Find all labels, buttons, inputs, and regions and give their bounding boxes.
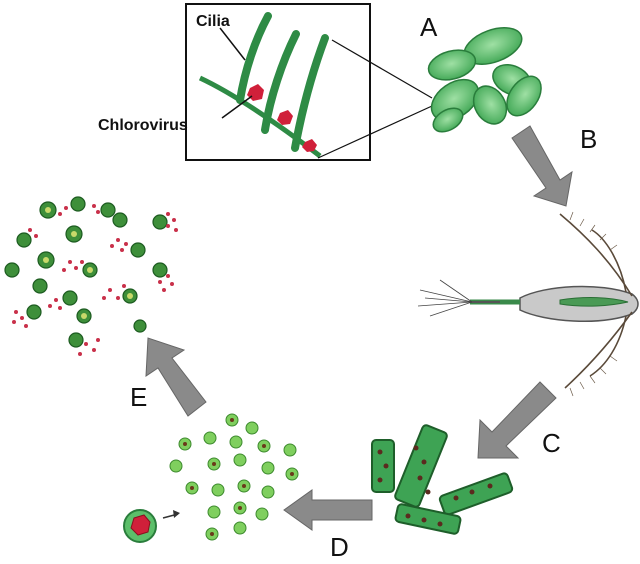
chlorovirus-particle — [302, 139, 317, 152]
inset-panel: Cilia Chlorovirus — [98, 3, 371, 161]
fecal-pellet — [438, 472, 514, 516]
algal-cell — [427, 49, 477, 81]
copepod — [417, 211, 639, 397]
algal-cell — [432, 107, 464, 133]
algal-cell — [430, 78, 480, 122]
stage-label-c: C — [542, 428, 561, 458]
fecal-pellet — [371, 439, 395, 493]
arrow-b — [511, 125, 573, 207]
copepod-antennae — [559, 213, 633, 389]
infection-pointer — [162, 510, 180, 519]
arrow-e — [145, 337, 207, 417]
zoom-line-top — [331, 39, 433, 99]
algal-cell — [506, 75, 542, 117]
fecal-pellet — [394, 424, 448, 508]
stage-label-e: E — [130, 382, 147, 412]
arrow-c — [477, 381, 557, 459]
pellet-dots — [377, 445, 493, 527]
antennae-setae — [569, 211, 618, 397]
released-cells — [169, 413, 299, 541]
copepod-gut — [559, 297, 629, 307]
stage-label-b: B — [580, 124, 597, 154]
cell-surface — [198, 75, 322, 158]
cell-nuclei — [183, 418, 294, 536]
cilium-1 — [236, 12, 272, 104]
stage-label-d: D — [330, 532, 349, 562]
infected-cell — [123, 509, 157, 543]
algae-cluster — [427, 27, 542, 133]
released-virions — [12, 204, 178, 356]
cilia-label: Cilia — [196, 13, 230, 30]
fecal-pellet — [394, 503, 462, 535]
algal-cell — [472, 85, 508, 125]
stage-label-a: A — [420, 12, 438, 42]
cilium-3 — [291, 34, 329, 152]
zoom-line-bottom — [317, 105, 433, 159]
lysed-cell-centers — [43, 207, 133, 319]
arrow-d — [283, 489, 373, 531]
chlorovirus-label: Chlorovirus — [98, 117, 188, 134]
cilia-pointer — [219, 27, 246, 61]
tail-bristles — [417, 279, 473, 317]
fecal-pellets — [371, 424, 514, 535]
lysed-cells — [4, 196, 178, 356]
chlorovirus-particle — [277, 110, 293, 125]
chlorovirus-pointer — [221, 95, 253, 119]
